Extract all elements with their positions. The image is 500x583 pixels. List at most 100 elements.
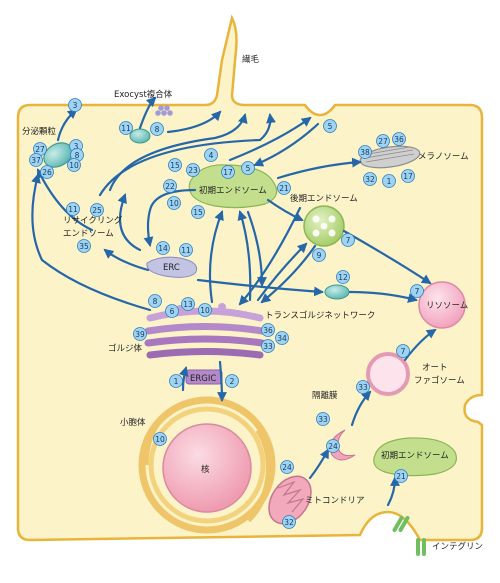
label-integrin: インテグリン (432, 541, 483, 552)
badge-b-24-iso: 24 (326, 439, 340, 453)
label-exocyst: Exocyst複合体 (114, 89, 173, 100)
badge-number: 3 (74, 142, 79, 151)
badge-number: 15 (170, 161, 180, 170)
mitochondrion (268, 475, 312, 525)
badge-b-12-ves: 12 (336, 270, 350, 284)
badge-b-4-ee: 4 (204, 148, 218, 162)
badge-number: 8 (155, 125, 160, 134)
badge-b-11-erc: 11 (179, 243, 193, 257)
label-cilium: 繊毛 (242, 54, 260, 65)
badge-number: 7 (346, 236, 351, 245)
badge-b-33-iso: 33 (316, 412, 330, 426)
erc-compartment (146, 256, 198, 278)
badge-number: 27 (378, 137, 388, 146)
badge-number: 39 (135, 330, 145, 339)
badge-b-11-rec: 11 (66, 202, 80, 216)
label-mitochondria: ミトコンドリア (305, 496, 365, 506)
badge-b-39-golgi: 39 (133, 327, 147, 341)
badge-number: 21 (279, 184, 289, 193)
badge-number: 36 (394, 135, 404, 144)
badge-number: 10 (69, 161, 79, 170)
label-recycling-endosome-2: エンドソーム (63, 229, 114, 239)
nucleus (162, 423, 252, 513)
badge-number: 12 (338, 273, 348, 282)
badge-number: 11 (181, 246, 191, 255)
badge-number: 17 (223, 168, 233, 177)
label-nucleus: 核 (201, 464, 210, 475)
trafficking-arrows (31, 96, 437, 507)
badge-b-10-ee: 10 (167, 196, 181, 210)
badge-b-1-mel: 1 (382, 174, 396, 188)
integrin (392, 515, 426, 556)
badge-b-22-ee: 22 (163, 179, 177, 193)
label-ergic: ERGIC (190, 374, 216, 384)
badge-number: 37 (31, 156, 41, 165)
badge-b-5-right: 5 (323, 119, 337, 133)
label-erc: ERC (163, 263, 180, 273)
badge-b-2-ergic: 2 (225, 374, 239, 388)
badge-number: 24 (328, 442, 338, 451)
label-secretory-granule: 分泌顆粒 (22, 126, 57, 137)
badge-b-15-ee2: 15 (191, 205, 205, 219)
label-lysosome: リソソーム (426, 301, 468, 311)
label-early-endosome-bottom: 初期エンドソーム (381, 450, 449, 461)
label-golgi: ゴルジ体 (108, 343, 143, 354)
badge-b-7-late: 7 (341, 233, 355, 247)
badge-b-27-mel: 27 (376, 134, 390, 148)
badge-number: 33 (263, 342, 273, 351)
badge-b-36-mel: 36 (392, 132, 406, 146)
badge-b-8-vesicle: 8 (150, 122, 164, 136)
badge-b-33-auto: 33 (356, 380, 370, 394)
badge-number: 11 (121, 124, 131, 133)
badge-number: 13 (183, 300, 193, 309)
transport-vesicle-12 (324, 284, 350, 300)
badge-b-36-golgi: 36 (261, 323, 275, 337)
badge-number: 35 (79, 242, 89, 251)
badge-number: 21 (396, 472, 406, 481)
badge-number: 5 (246, 164, 251, 173)
badge-b-11-vesicle: 11 (119, 121, 133, 135)
badge-number: 8 (75, 151, 80, 160)
organelle-labels: 繊毛 Exocyst複合体 分泌顆粒 メラノソーム 初期エンドソーム 後期エンド… (22, 54, 483, 552)
badge-b-1-ergic: 1 (169, 374, 183, 388)
badge-number: 24 (282, 463, 292, 472)
early-endosome-top (188, 164, 278, 209)
label-autophagosome-2: ファゴソーム (414, 375, 465, 386)
badge-b-21-ee2: 21 (394, 469, 408, 483)
badge-number: 17 (403, 172, 413, 181)
badge-number: 14 (158, 244, 168, 253)
label-melanosome: メラノソーム (418, 152, 469, 162)
exocyst-complex (155, 105, 173, 116)
badge-number: 23 (188, 166, 198, 175)
label-tgn: トランスゴルジネットワーク (265, 310, 375, 321)
badge-number: 1 (174, 377, 179, 386)
badge-number: 5 (328, 122, 333, 131)
transport-vesicle-11 (129, 128, 151, 144)
badge-b-34-golgi: 34 (275, 331, 289, 345)
badge-b-5-ee: 5 (241, 161, 255, 175)
badge-number: 27 (35, 145, 45, 154)
badge-b-15-ee: 15 (168, 158, 182, 172)
badge-b-25-rec: 25 (90, 203, 104, 217)
badge-number: 26 (42, 168, 52, 177)
badge-number: 32 (284, 518, 294, 527)
badge-number: 32 (365, 175, 375, 184)
badge-number: 15 (193, 208, 203, 217)
badge-number: 8 (153, 297, 158, 306)
early-endosome-bottom (373, 437, 457, 477)
endoplasmic-reticulum (138, 396, 276, 534)
badge-number: 6 (170, 307, 175, 316)
badge-b-23-ee: 23 (186, 163, 200, 177)
badge-b-26-gran: 26 (40, 165, 54, 179)
badge-number: 10 (169, 199, 179, 208)
lysosome (418, 281, 466, 329)
badge-number: 1 (387, 177, 392, 186)
badge-b-13-golgi: 13 (181, 297, 195, 311)
badge-number: 7 (401, 347, 406, 356)
label-isolation-membrane: 隔離膜 (312, 390, 338, 401)
badge-number: 2 (230, 377, 235, 386)
label-late-endosome: 後期エンドソーム (290, 193, 358, 204)
